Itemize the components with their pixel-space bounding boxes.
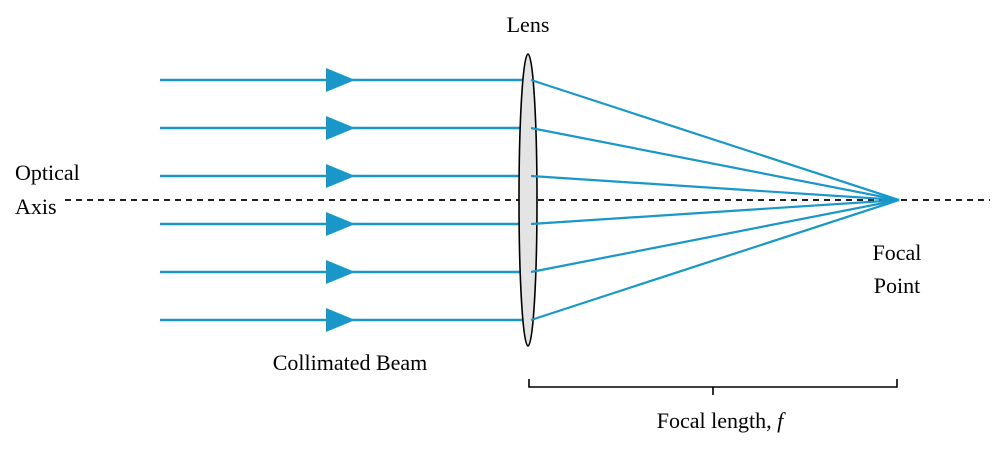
ray-arrowhead (326, 68, 355, 92)
optical-axis-label-line1: Optical (15, 160, 80, 185)
focal-point-label-line2: Point (874, 273, 920, 298)
converging-ray (530, 78, 900, 202)
collimated-rays (160, 68, 528, 332)
ray-arrowhead (326, 164, 355, 188)
ray-arrowhead (326, 116, 355, 140)
optical-axis-label-line2: Axis (15, 194, 57, 219)
lens-shape (518, 53, 538, 347)
converging-ray (530, 126, 900, 202)
converging-rays (530, 78, 900, 322)
converging-ray (530, 198, 900, 322)
ray-arrowhead (326, 260, 355, 284)
converging-ray (530, 174, 900, 202)
focal-point-label-line1: Focal (873, 240, 922, 265)
focal-length-symbol: f (777, 408, 786, 433)
ray-arrowhead (326, 308, 355, 332)
focal-length-text: Focal length, (657, 408, 777, 433)
converging-ray (530, 198, 900, 274)
collimated-beam-label: Collimated Beam (273, 350, 428, 375)
converging-ray (530, 198, 900, 226)
lens-label: Lens (507, 12, 550, 37)
ray-arrowhead (326, 212, 355, 236)
focal-length-label: Focal length, f (657, 408, 786, 433)
focal-length-bracket (528, 379, 898, 395)
